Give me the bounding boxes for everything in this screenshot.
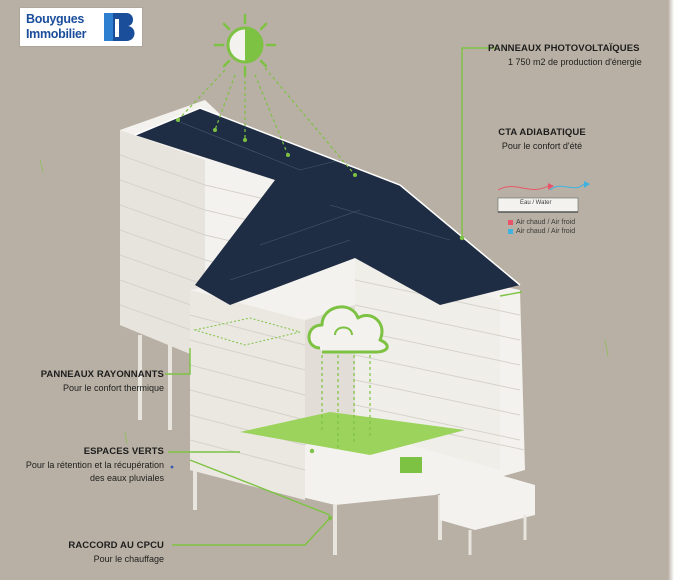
logo-b-icon xyxy=(104,13,135,41)
hot-swatch xyxy=(508,219,513,225)
cpcu-subtitle: Pour le chauffage xyxy=(93,554,164,564)
decor-marks xyxy=(39,159,609,445)
cta-box-label: Eau / Water xyxy=(520,200,552,206)
garden-area xyxy=(240,412,465,455)
sun-rays xyxy=(177,67,356,176)
cloud-rain-icon xyxy=(307,305,389,448)
cta-title: CTA ADIABATIQUE xyxy=(498,127,586,138)
right-edge xyxy=(668,0,674,580)
label-cpcu: RACCORD AU CPCU Pour le chauffage xyxy=(20,540,164,564)
side-annex xyxy=(440,475,535,555)
cpcu-title: RACCORD AU CPCU xyxy=(68,540,164,551)
cta-legend-cold-text: Air chaud / Air froid xyxy=(516,228,576,235)
cta-subtitle: Pour le confort d'été xyxy=(501,141,583,151)
radiants-title: PANNEAUX RAYONNANTS xyxy=(40,369,164,380)
leader-lines xyxy=(165,47,523,546)
cold-swatch xyxy=(508,228,513,234)
cta-diagram xyxy=(497,181,590,213)
label-radiants: PANNEAUX RAYONNANTS Pour le confort ther… xyxy=(20,369,164,393)
label-green-spaces: ESPACES VERTS Pour la rétention et la ré… xyxy=(0,446,164,483)
green-subtitle: Pour la rétention et la récupération xyxy=(25,460,164,470)
green-title: ESPACES VERTS xyxy=(83,446,164,457)
garden-planter xyxy=(400,457,422,473)
pv-subtitle: 1 750 m2 de production d'énergie xyxy=(508,57,642,67)
roof-pv xyxy=(134,107,521,305)
logo-line1: Bouygues xyxy=(26,12,85,26)
label-pv: PANNEAUX PHOTOVOLTAÏQUES 1 750 m2 de pro… xyxy=(488,43,642,67)
cta-legend-cold: Air chaud / Air froid xyxy=(508,228,575,235)
logo-line2: Immobilier xyxy=(26,27,87,41)
pv-title: PANNEAUX PHOTOVOLTAÏQUES xyxy=(488,43,640,54)
radiants-subtitle: Pour le confort thermique xyxy=(62,383,164,393)
cta-legend-hot-text: Air chaud / Air froid xyxy=(516,219,576,226)
green-subtitle2: des eaux pluviales xyxy=(89,473,164,483)
brand-logo: Bouygues Immobilier xyxy=(20,8,142,46)
label-cta: CTA ADIABATIQUE Pour le confort d'été xyxy=(482,127,602,151)
sun-icon xyxy=(213,13,277,77)
cta-legend-hot: Air chaud / Air froid xyxy=(508,219,575,226)
